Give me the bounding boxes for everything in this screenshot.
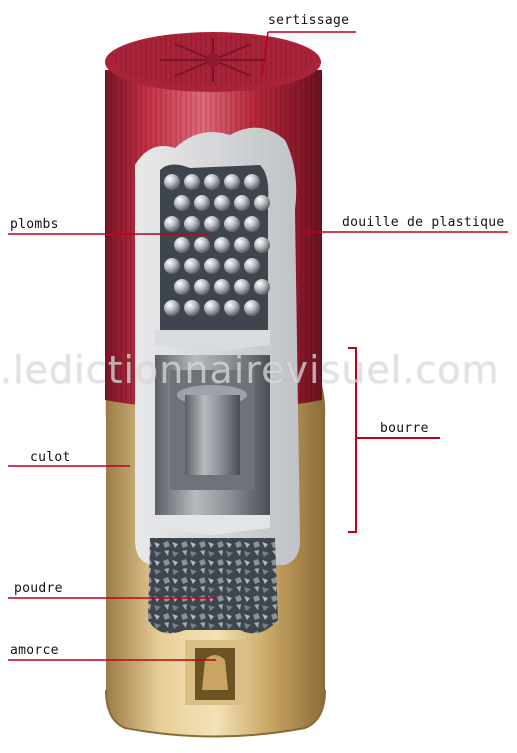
- lead-shot-pellet: [204, 174, 220, 190]
- label-plombs: plombs: [10, 217, 59, 232]
- lead-shot-pellet: [244, 216, 260, 232]
- label-culot: culot: [30, 450, 71, 465]
- lead-shot-pellet: [244, 174, 260, 190]
- lead-shot-pellet: [194, 279, 210, 295]
- label-poudre: poudre: [14, 581, 63, 596]
- lead-shot-pellet: [184, 258, 200, 274]
- lead-shot-pellet: [214, 279, 230, 295]
- lead-shot-pellet: [224, 258, 240, 274]
- lead-shot-pellet: [224, 300, 240, 316]
- lead-shot-pellet: [214, 237, 230, 253]
- lead-shot-pellet: [184, 174, 200, 190]
- lead-shot-pellet: [164, 216, 180, 232]
- lead-shot-pellet: [254, 195, 270, 211]
- lead-shot-pellet: [194, 195, 210, 211]
- lead-shot-pellet: [204, 300, 220, 316]
- primer: [185, 640, 245, 705]
- lead-shot-pellet: [244, 300, 260, 316]
- watermark: .ledictionnairevisuel.com: [0, 348, 500, 392]
- lead-shot-pellet: [224, 216, 240, 232]
- shot-column: [160, 164, 270, 330]
- label-douille: douille de plastique: [342, 215, 505, 230]
- lead-shot-pellet: [234, 279, 250, 295]
- lead-shot-pellet: [254, 279, 270, 295]
- lead-shot-pellet: [164, 300, 180, 316]
- lead-shot-pellet: [204, 216, 220, 232]
- lead-shot-pellet: [224, 174, 240, 190]
- powder-charge: [148, 538, 278, 633]
- lead-shot-pellet: [184, 300, 200, 316]
- lead-shot-pellet: [234, 195, 250, 211]
- lead-shot-pellet: [194, 237, 210, 253]
- lead-shot-pellet: [254, 237, 270, 253]
- lead-shot-pellet: [184, 216, 200, 232]
- lead-shot-pellet: [234, 237, 250, 253]
- lead-shot-pellet: [164, 174, 180, 190]
- lead-shot-pellet: [214, 195, 230, 211]
- lead-shot-pellet: [164, 258, 180, 274]
- lead-shot-pellet: [244, 258, 260, 274]
- lead-shot-pellet: [174, 237, 190, 253]
- label-bourre: bourre: [380, 421, 429, 436]
- label-sertissage: sertissage: [268, 13, 349, 28]
- label-amorce: amorce: [10, 643, 59, 658]
- lead-shot-pellet: [174, 279, 190, 295]
- lead-shot-pellet: [174, 195, 190, 211]
- lead-shot-pellet: [204, 258, 220, 274]
